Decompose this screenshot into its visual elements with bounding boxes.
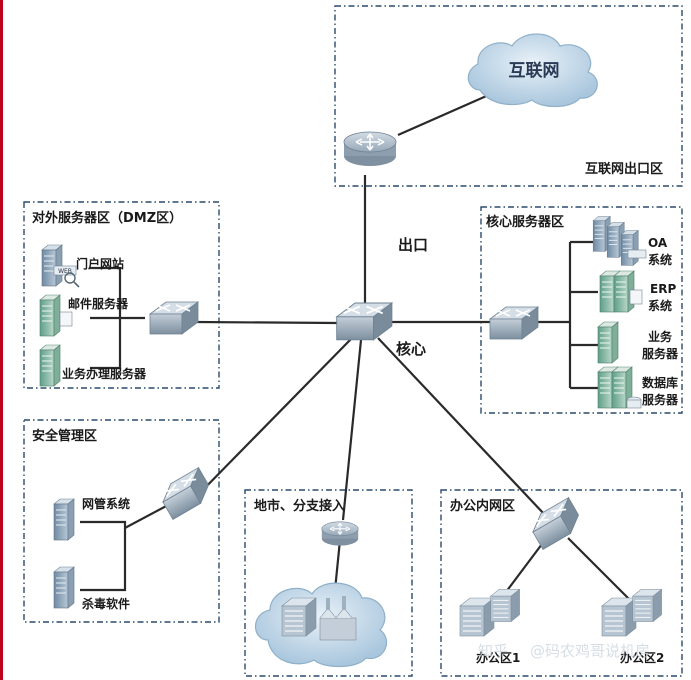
watermark-handle: @码农鸡哥说机房 xyxy=(530,642,650,660)
zone-label-core-servers: 核心服务器区 xyxy=(486,214,564,230)
app-server-icon xyxy=(597,321,619,364)
mail-server-icon xyxy=(39,294,73,337)
dmz-item-label: 邮件服务器 xyxy=(68,296,129,311)
office-area-1-icon xyxy=(459,588,521,637)
branch-building-icon xyxy=(281,597,317,637)
web-badge: WEB xyxy=(58,268,72,275)
dmz-item-label: 门户网站 xyxy=(76,256,124,271)
core-server-label: 服务器 xyxy=(642,392,679,407)
zone-dmz xyxy=(23,201,220,389)
zone-label-security: 安全管理区 xyxy=(32,428,97,444)
dmz-switch-icon xyxy=(149,301,199,335)
database-server-icon xyxy=(597,366,642,409)
business-server-icon xyxy=(39,344,61,387)
core-server-label: 业务 xyxy=(648,329,673,344)
core-server-label: 系统 xyxy=(648,298,672,313)
zone-label-internet-exit: 互联网出口区 xyxy=(585,161,663,177)
zone-internet-exit xyxy=(334,5,683,187)
internet-cloud: 互联网 xyxy=(467,33,598,108)
watermark-site: 知乎 xyxy=(478,642,508,660)
portal-server-icon: WEB xyxy=(41,244,80,288)
core-label: 核心 xyxy=(396,340,426,358)
office-area-2-icon xyxy=(601,588,663,637)
core-server-label: 系统 xyxy=(648,252,672,267)
zone-office xyxy=(440,489,683,677)
zone-security xyxy=(23,419,220,623)
dmz-item-label: 业务办理服务器 xyxy=(62,366,147,381)
office-area-label: 办公区1 xyxy=(476,650,520,665)
internet-label: 互联网 xyxy=(509,61,560,81)
zone-label-office: 办公内网区 xyxy=(450,498,515,514)
security-switch-icon xyxy=(156,466,216,521)
exit-router-icon xyxy=(343,131,397,167)
core-servers-switch-icon xyxy=(489,306,539,340)
core-server-label: ERP xyxy=(650,282,676,296)
left-accent-bar xyxy=(0,0,3,680)
core-server-label: 服务器 xyxy=(642,346,679,361)
core-server-label: OA xyxy=(648,236,668,250)
exit-label: 出口 xyxy=(398,236,428,254)
security-item-label: 网管系统 xyxy=(82,496,130,511)
core-server-label: 数据库 xyxy=(642,375,678,390)
office-area-label: 办公区2 xyxy=(620,650,664,665)
zone-core-servers xyxy=(480,206,683,414)
oa-server-icon xyxy=(592,216,647,266)
watermark: 知乎 @码农鸡哥说机房 xyxy=(478,642,650,660)
antivirus-server-icon xyxy=(53,566,75,609)
zone-branch xyxy=(244,489,413,677)
zone-label-dmz: 对外服务器区（DMZ区） xyxy=(32,210,182,226)
nms-server-icon xyxy=(53,498,75,541)
connection-links xyxy=(80,88,631,601)
branch-factory-icon xyxy=(319,596,357,641)
branch-router-icon xyxy=(321,521,359,547)
zone-label-branch: 地市、分支接入 xyxy=(254,498,345,514)
core-switch-icon xyxy=(335,302,393,341)
security-item-label: 杀毒软件 xyxy=(82,596,130,611)
erp-server-icon xyxy=(599,270,643,313)
